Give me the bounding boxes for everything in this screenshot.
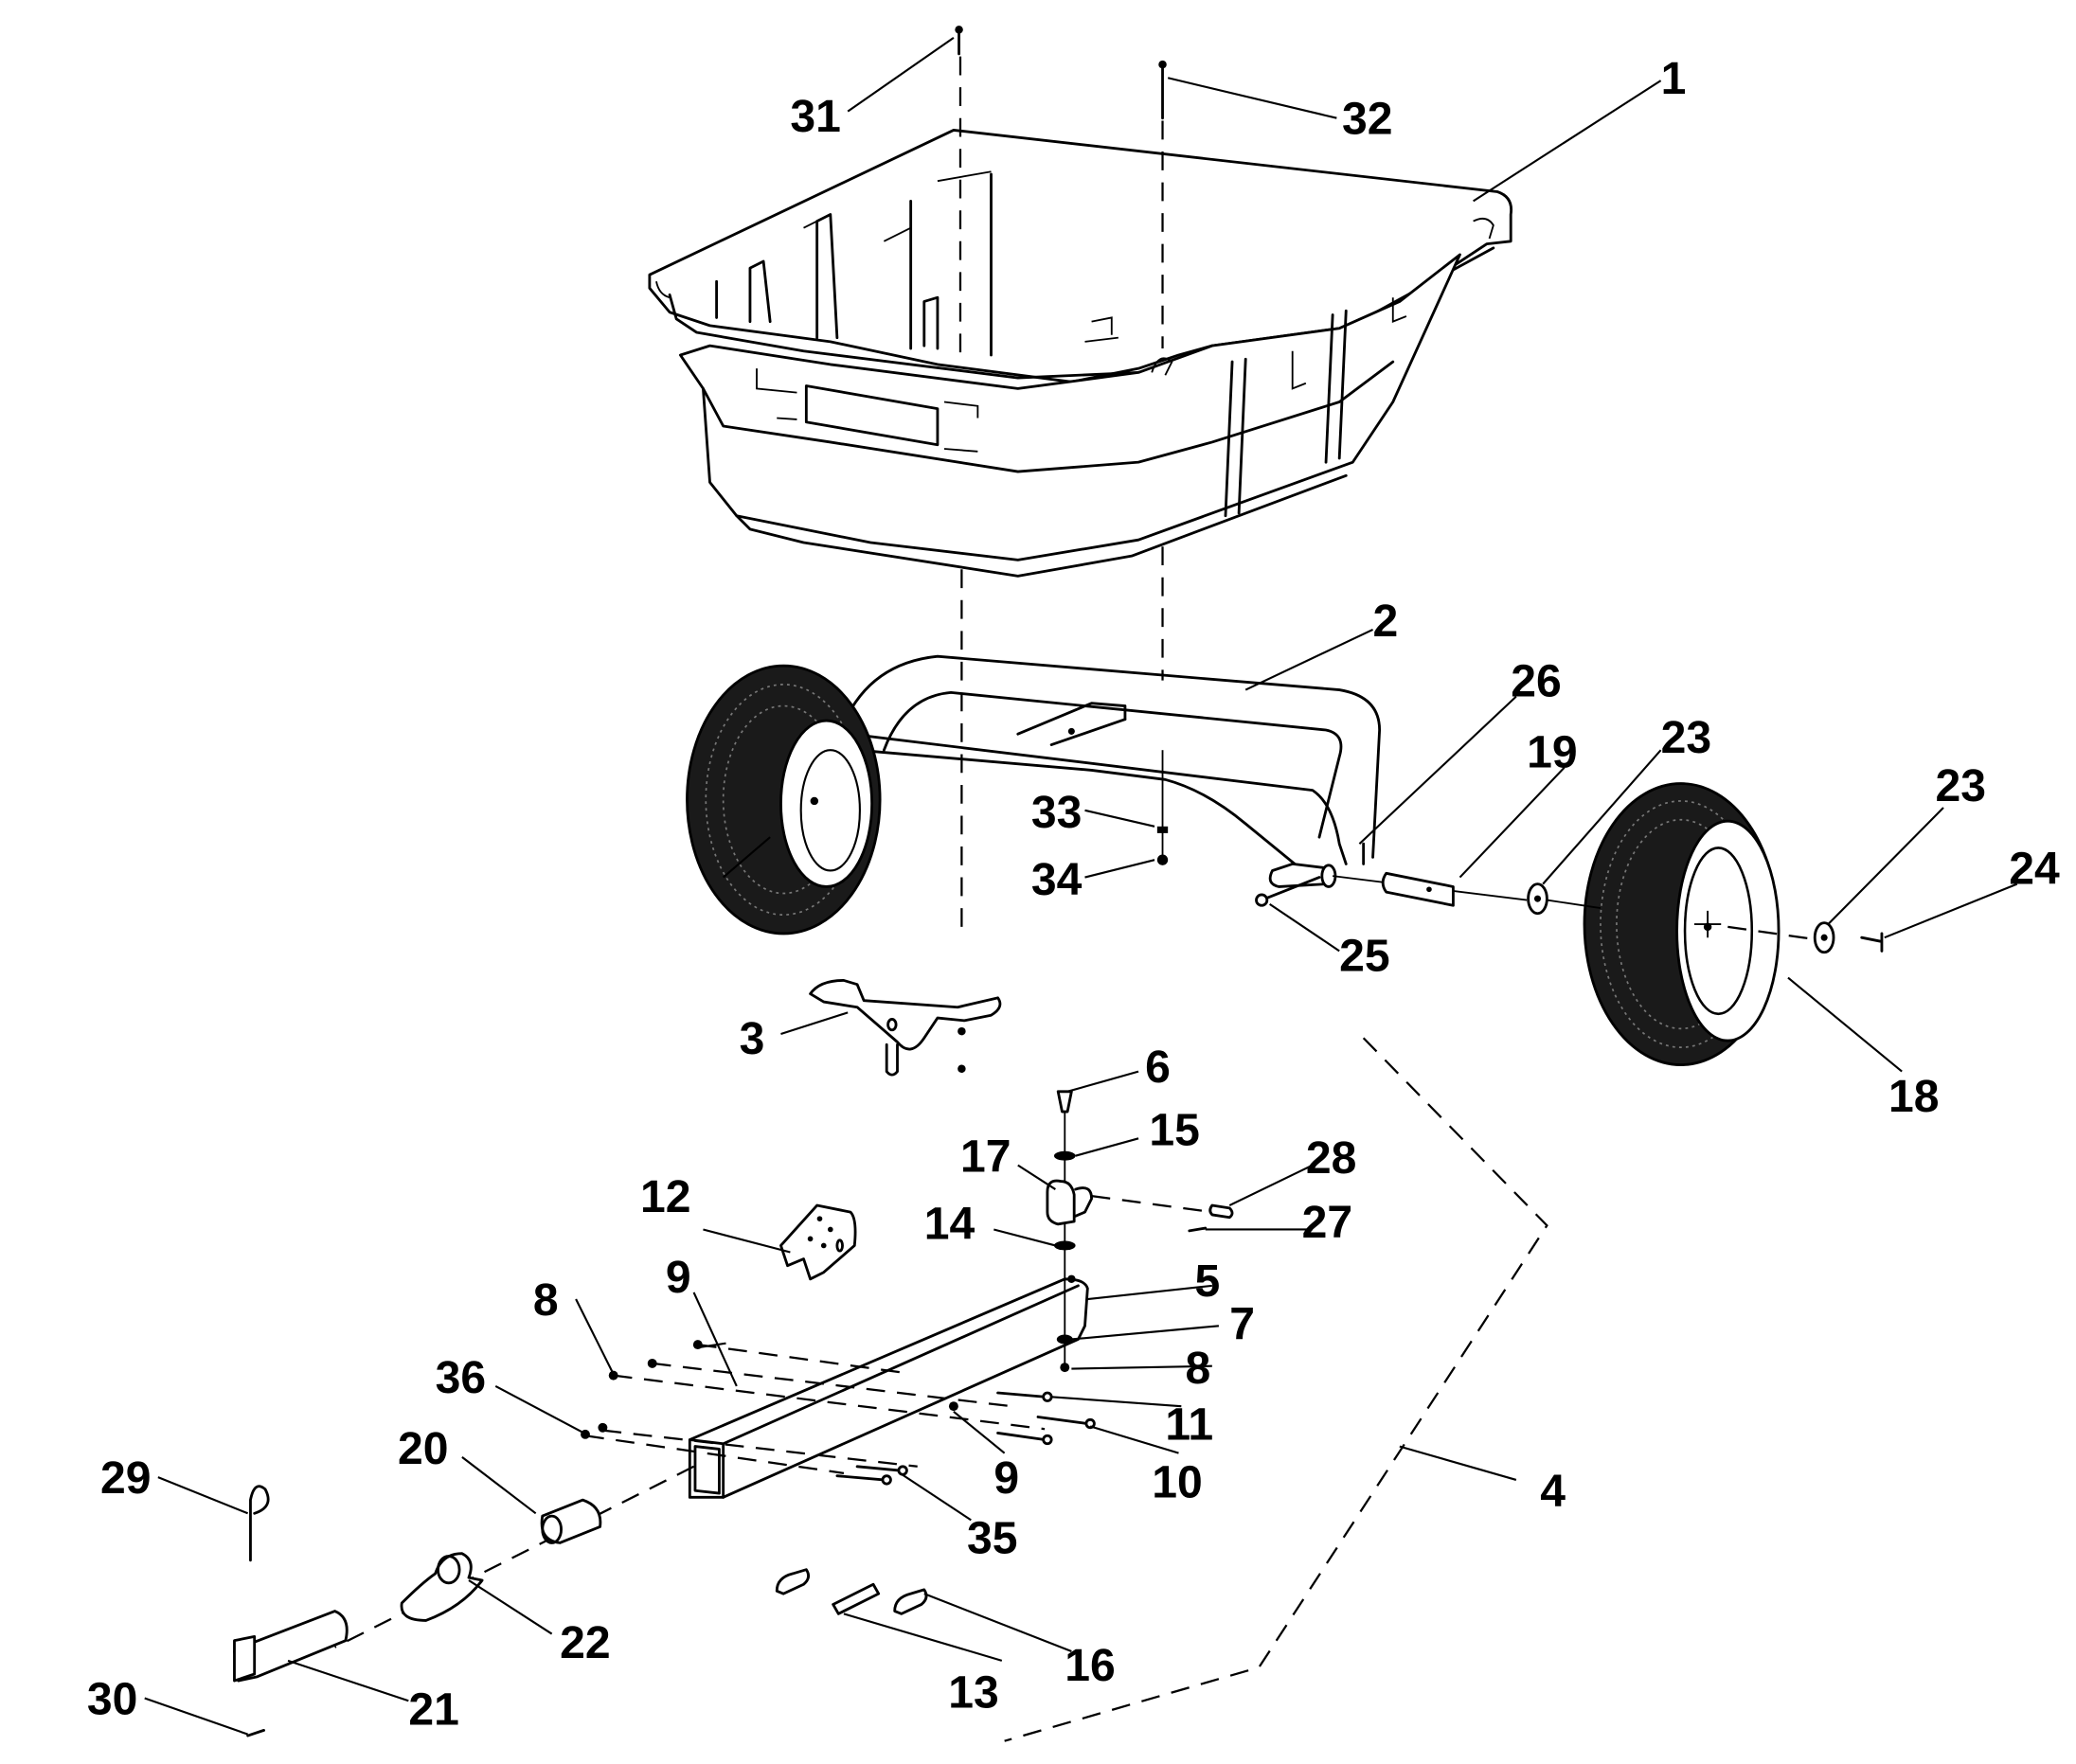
clevis-pin-28[interactable] xyxy=(1208,1203,1234,1220)
callout-31: 31 xyxy=(790,91,840,142)
swivel-clip-17[interactable] xyxy=(1046,1179,1076,1226)
axle-parts xyxy=(1255,842,1884,954)
wheel-left[interactable] xyxy=(686,664,882,935)
hair-pin-30[interactable] xyxy=(246,1728,266,1737)
callout-11: 11 xyxy=(1165,1399,1213,1451)
callout-9-lower: 9 xyxy=(993,1452,1019,1504)
bolt-10[interactable] xyxy=(1036,1416,1089,1425)
hopper[interactable] xyxy=(648,129,1513,578)
callout-23-inner: 23 xyxy=(1661,712,1711,763)
axle-19[interactable] xyxy=(1381,871,1455,907)
wheel-right[interactable] xyxy=(1583,782,1781,1066)
callout-8-right: 8 xyxy=(1186,1343,1211,1394)
callout-19: 19 xyxy=(1527,727,1577,778)
callout-8-left: 8 xyxy=(533,1274,559,1326)
nut-9-lower[interactable] xyxy=(948,1401,958,1412)
callout-10: 10 xyxy=(1152,1456,1202,1507)
pin-25[interactable] xyxy=(1260,876,1321,902)
callout-4: 4 xyxy=(1540,1466,1566,1517)
leader-lines xyxy=(144,36,2018,1736)
callout-7: 7 xyxy=(1229,1298,1255,1349)
callout-20: 20 xyxy=(398,1423,448,1474)
callout-24: 24 xyxy=(2009,844,2060,895)
hitch-pin-29[interactable] xyxy=(249,1485,270,1562)
nut-8-right[interactable] xyxy=(1060,1363,1070,1373)
frame[interactable] xyxy=(815,654,1382,888)
callout-17: 17 xyxy=(960,1131,1011,1183)
bolt-31[interactable] xyxy=(955,26,963,56)
handle-assembly-group-outline xyxy=(1004,1037,1548,1742)
callout-14: 14 xyxy=(924,1198,975,1249)
sleeve-20[interactable] xyxy=(540,1498,602,1544)
callout-labels: 1 2 3 4 5 6 7 8 8 9 9 10 11 12 13 14 15 … xyxy=(87,53,2060,1735)
bolt-11[interactable] xyxy=(996,1391,1047,1399)
callout-1: 1 xyxy=(1661,53,1687,104)
callout-36: 36 xyxy=(436,1352,486,1403)
nut-8-left[interactable] xyxy=(608,1370,618,1381)
hitch-parts xyxy=(233,1465,695,1737)
link-plate-13[interactable] xyxy=(832,1582,881,1615)
spring-left[interactable] xyxy=(775,1568,811,1595)
callout-35: 35 xyxy=(967,1513,1017,1564)
tow-bar-hardware xyxy=(581,1340,1096,1486)
lock-washer-33[interactable] xyxy=(1156,826,1169,833)
callout-23-outer: 23 xyxy=(1936,760,1986,811)
callout-30: 30 xyxy=(87,1673,137,1724)
bolt-32[interactable] xyxy=(1158,60,1167,120)
callout-18: 18 xyxy=(1888,1071,1939,1122)
control-bracket[interactable] xyxy=(779,1203,857,1281)
cotter-pin-24[interactable] xyxy=(1860,932,1884,953)
callout-3: 3 xyxy=(740,1013,765,1064)
bolt-6[interactable] xyxy=(1056,1090,1073,1114)
spring-16[interactable] xyxy=(893,1588,928,1615)
hopper-bracket[interactable] xyxy=(809,979,1002,1077)
assembly-line-left xyxy=(958,56,963,938)
washer-14[interactable] xyxy=(1053,1240,1076,1251)
spring-link-parts xyxy=(775,1568,928,1615)
callout-22: 22 xyxy=(560,1617,610,1668)
callout-21: 21 xyxy=(408,1684,458,1736)
nut-34[interactable] xyxy=(1156,854,1169,865)
callout-13: 13 xyxy=(948,1666,998,1718)
swivel-stack xyxy=(1046,1090,1234,1373)
callout-2: 2 xyxy=(1373,596,1399,647)
callout-25: 25 xyxy=(1339,931,1389,982)
callout-12: 12 xyxy=(640,1171,690,1222)
callout-33: 33 xyxy=(1031,787,1082,838)
callout-9-upper: 9 xyxy=(666,1252,691,1303)
callout-29: 29 xyxy=(100,1452,151,1504)
hair-pin-27[interactable] xyxy=(1188,1226,1208,1233)
hardware-33-34 xyxy=(1156,826,1169,865)
hitch-clip-22[interactable] xyxy=(400,1552,484,1622)
washer-7[interactable] xyxy=(1056,1334,1073,1345)
callout-5: 5 xyxy=(1194,1256,1220,1307)
callout-15: 15 xyxy=(1149,1104,1199,1155)
bolt-35[interactable] xyxy=(855,1465,902,1472)
callout-27: 27 xyxy=(1302,1197,1352,1248)
hitch-tongue-21[interactable] xyxy=(233,1610,349,1683)
callout-6: 6 xyxy=(1145,1042,1171,1093)
callout-26: 26 xyxy=(1511,656,1561,707)
callout-34: 34 xyxy=(1031,854,1083,905)
callout-28: 28 xyxy=(1306,1132,1356,1184)
callout-32: 32 xyxy=(1342,94,1392,145)
callout-16: 16 xyxy=(1065,1640,1115,1691)
washer-15[interactable] xyxy=(1053,1150,1076,1161)
